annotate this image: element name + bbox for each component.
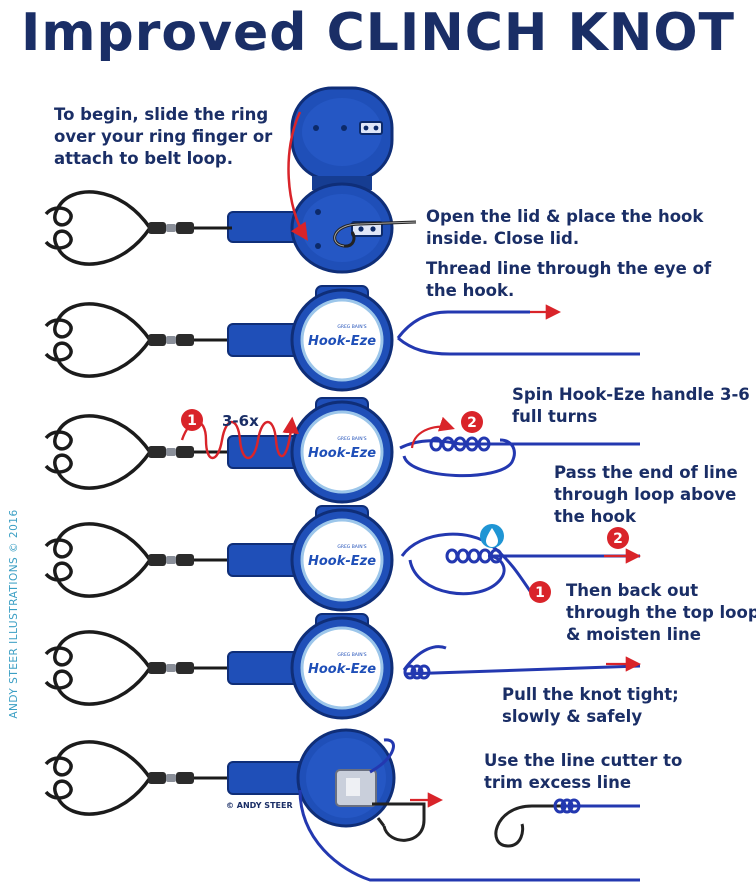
ring-icon (44, 630, 152, 706)
line-wrap (441, 436, 455, 452)
tool-row: Hook-Eze GREG BAIN'S (44, 613, 394, 720)
line-wrap (567, 798, 581, 814)
line-wrap (417, 664, 431, 680)
line-wrap (410, 664, 424, 680)
line-wrap (456, 548, 470, 564)
hook-eze-tool-icon: Hook-Eze GREG BAIN'S (227, 613, 394, 720)
hook-eze-tool-icon: Hook-Eze GREG BAIN'S (227, 505, 394, 612)
brand-label: Hook-Eze (308, 446, 376, 461)
open-lid-tool-icon (227, 86, 394, 274)
tool-row: Hook-Eze GREG BAIN'S (44, 397, 394, 504)
ring-icon (44, 740, 152, 816)
step-badge-2: 2 (607, 527, 629, 549)
line-wrap (477, 436, 491, 452)
ring-icon (44, 414, 152, 490)
step-pull-text: Pull the knot tight;slowly & safely (502, 685, 679, 726)
brand-small-label: GREG BAIN'S (337, 544, 366, 550)
brand-label: Hook-Eze (308, 662, 376, 677)
swivel-icon (148, 222, 232, 234)
brand-label: Hook-Eze (308, 554, 376, 569)
line-wrap (467, 548, 481, 564)
brand-label: Hook-Eze (308, 334, 376, 349)
step-badge-1: 1 (181, 409, 203, 431)
turns-count-label: 3-6x (222, 412, 259, 430)
tool-row: Hook-Eze GREG BAIN'S (44, 285, 394, 392)
line-cutter-tool (298, 738, 640, 882)
brand-small-label: GREG BAIN'S (337, 436, 366, 442)
line-wrap (403, 664, 417, 680)
svg-text:2: 2 (467, 415, 477, 431)
line-wrap (553, 798, 567, 814)
line-wrap (429, 436, 443, 452)
hook-eze-tool-icon: Hook-Eze GREG BAIN'S (227, 285, 394, 392)
swivel-icon (148, 554, 232, 566)
hook-icon (333, 220, 417, 248)
tool-row: Hook-Eze GREG BAIN'S (44, 505, 394, 612)
hook-icon (372, 792, 444, 842)
line-wrap (465, 436, 479, 452)
threaded-line (396, 304, 640, 356)
line-wrap (445, 548, 459, 564)
line-wrap (453, 436, 467, 452)
tool-row (44, 190, 232, 266)
hook-eze-tool-icon: Hook-Eze GREG BAIN'S (227, 397, 394, 504)
swivel-icon (148, 662, 232, 674)
tight-knot-line (402, 645, 642, 680)
wrapped-line (399, 416, 640, 478)
line-wrap (489, 548, 503, 564)
line-wrap (478, 548, 492, 564)
ring-icon (44, 522, 152, 598)
water-drop-icon (480, 524, 504, 548)
step-badge-1: 1 (529, 581, 551, 603)
ring-icon (44, 302, 152, 378)
spin-turns (180, 416, 300, 460)
swivel-icon (148, 334, 232, 346)
svg-text:1: 1 (187, 413, 197, 429)
svg-text:2: 2 (613, 531, 623, 547)
step-badge-2: 2 (461, 411, 483, 433)
ring-icon (44, 190, 152, 266)
svg-text:1: 1 (535, 585, 545, 601)
swivel-icon (148, 446, 232, 458)
brand-small-label: GREG BAIN'S (337, 652, 366, 658)
page-title: Improved CLINCH KNOT (20, 3, 736, 63)
brand-small-label: GREG BAIN'S (337, 324, 366, 330)
swivel-icon (148, 772, 232, 784)
line-wrap (560, 798, 574, 814)
copyright-stamp: © ANDY STEER (226, 801, 293, 810)
trimmed-hook-icon (494, 798, 640, 848)
